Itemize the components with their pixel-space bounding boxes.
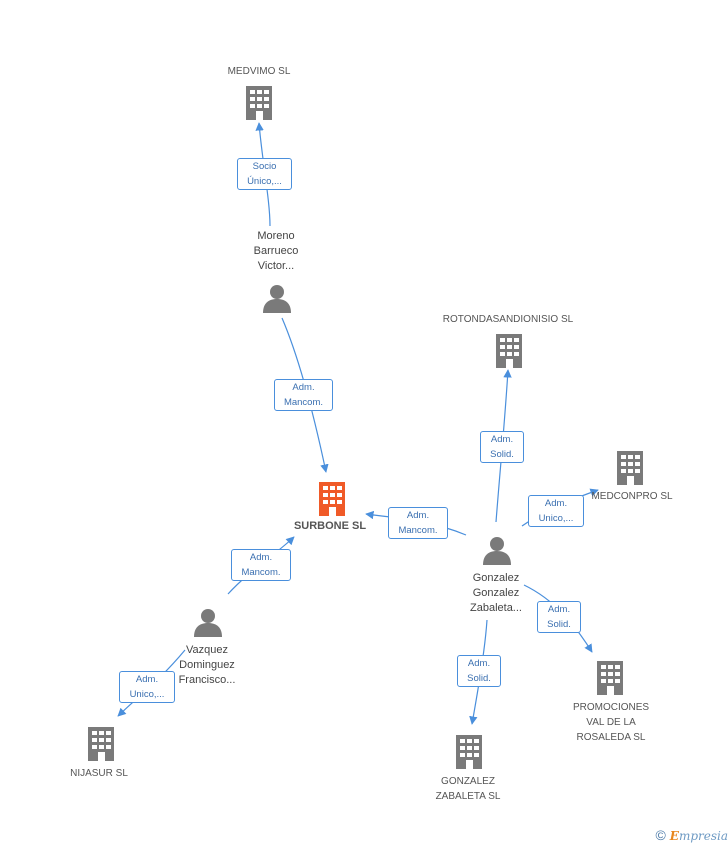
moreno-person-icon[interactable] bbox=[262, 284, 292, 314]
rotondas-label[interactable]: ROTONDASANDIONISIO SL bbox=[442, 314, 574, 325]
badge-vazquez-surbone[interactable]: Adm. Mancom. bbox=[231, 549, 291, 581]
badge-gonzalez-surbone[interactable]: Adm. Mancom. bbox=[388, 507, 448, 539]
copyright-icon: © bbox=[655, 827, 666, 843]
nijasur-building-icon[interactable] bbox=[85, 725, 117, 761]
empresia-logo: Empresia bbox=[669, 829, 728, 843]
badge-gonzalez-gzabaleta[interactable]: Adm. Solid. bbox=[457, 655, 501, 687]
surbone-building-icon[interactable] bbox=[316, 480, 348, 516]
badge-gonzalez-promociones[interactable]: Adm. Solid. bbox=[537, 601, 581, 633]
gonzalez-zabaleta-label[interactable]: GONZALEZ ZABALETA SL bbox=[435, 776, 501, 802]
rotondas-building-icon[interactable] bbox=[493, 332, 525, 368]
badge-vazquez-nijasur[interactable]: Adm. Unico,... bbox=[119, 671, 175, 703]
medconpro-building-icon[interactable] bbox=[614, 449, 646, 485]
promociones-label[interactable]: PROMOCIONES VAL DE LA ROSALEDA SL bbox=[572, 702, 650, 743]
badge-gonzalez-medconpro[interactable]: Adm. Unico,... bbox=[528, 495, 584, 527]
gonzalez-person-icon[interactable] bbox=[482, 536, 512, 566]
moreno-label[interactable]: Moreno Barrueco Victor... bbox=[253, 230, 299, 272]
badge-moreno-medvimo[interactable]: Socio Único,... bbox=[237, 158, 292, 190]
vazquez-label[interactable]: Vazquez Dominguez Francisco... bbox=[178, 644, 236, 686]
promociones-building-icon[interactable] bbox=[594, 659, 626, 695]
medvimo-label[interactable]: MEDVIMO SL bbox=[227, 66, 291, 77]
gonzalez-label[interactable]: Gonzalez Gonzalez Zabaleta... bbox=[470, 572, 522, 614]
surbone-label[interactable]: SURBONE SL bbox=[293, 520, 367, 532]
medconpro-label[interactable]: MEDCONPRO SL bbox=[591, 491, 673, 502]
badge-moreno-surbone[interactable]: Adm. Mancom. bbox=[274, 379, 333, 411]
nijasur-label[interactable]: NIJASUR SL bbox=[70, 768, 128, 779]
badge-gonzalez-rotondas[interactable]: Adm. Solid. bbox=[480, 431, 524, 463]
medvimo-building-icon[interactable] bbox=[243, 84, 275, 120]
gonzalez-zabaleta-building-icon[interactable] bbox=[453, 733, 485, 769]
footer-brand: ©Empresia bbox=[655, 827, 728, 843]
vazquez-person-icon[interactable] bbox=[193, 608, 223, 638]
